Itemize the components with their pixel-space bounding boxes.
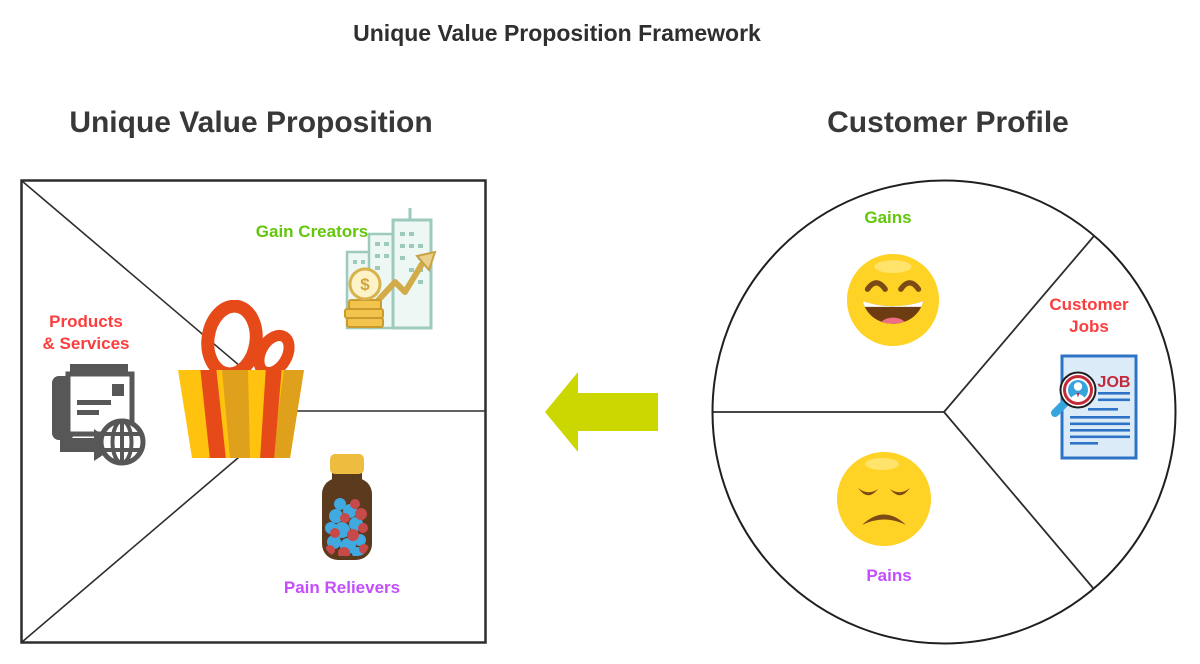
diagram-title: Unique Value Proposition Framework — [353, 20, 761, 46]
gift-bag-stripes — [200, 370, 304, 458]
dollar-coin — [348, 267, 382, 301]
dollar-sign: $ — [360, 275, 370, 294]
uvp-square-border — [20, 179, 487, 644]
profile-divider-lower-right — [943, 411, 1094, 589]
pains-label: Pains — [866, 566, 912, 585]
gains-label: Gains — [864, 208, 912, 227]
city-growth-icon: $ — [344, 208, 437, 330]
bottle-cap — [330, 454, 364, 474]
happy-face-icon — [846, 253, 940, 347]
sad-face-icon — [837, 452, 931, 546]
left-arrow-shape — [545, 372, 658, 452]
products-services-label: Products & Services — [42, 312, 130, 353]
customer-profile-heading: Customer Profile — [827, 106, 1069, 139]
job-text: JOB — [1098, 374, 1131, 391]
gain-creators-label: Gain Creators — [255, 222, 369, 241]
left-arrow-icon — [545, 372, 658, 452]
magnifier — [1051, 371, 1097, 417]
pill-bottle-icon — [322, 454, 372, 560]
gift-bag-icon — [178, 300, 304, 458]
job-document-icon: JOB — [1051, 354, 1138, 460]
customer-jobs-label: Customer Jobs — [1049, 295, 1129, 336]
uvp-heading: Unique Value Proposition — [69, 106, 433, 139]
customer-profile-circle-frame — [711, 179, 1177, 645]
pain-relievers-label: Pain Relievers — [283, 578, 401, 597]
printer-globe-icon — [52, 364, 146, 466]
growth-arrow-line — [368, 261, 425, 311]
gift-bow-large-loop — [201, 300, 263, 381]
profile-divider-upper-right — [943, 235, 1095, 413]
pills — [325, 498, 369, 556]
profile-circle-border — [711, 179, 1177, 645]
growth-arrow-head — [415, 250, 437, 272]
